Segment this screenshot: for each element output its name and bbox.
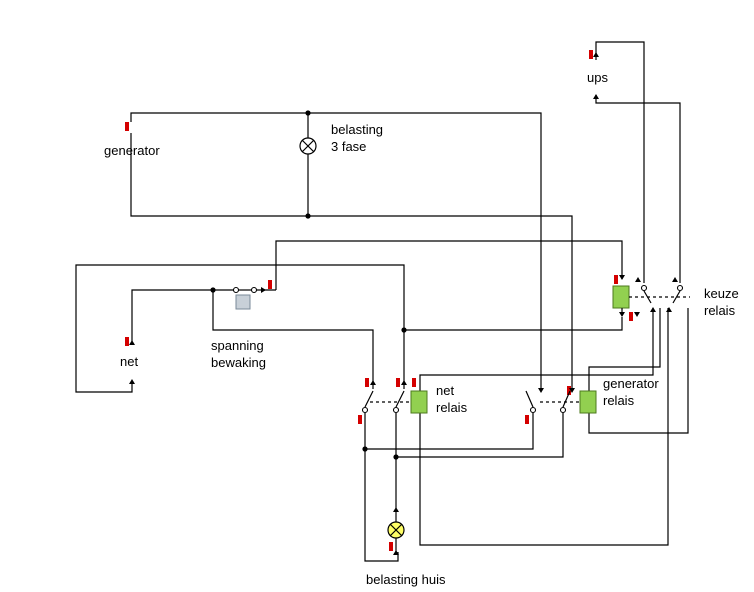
ups-label: ups <box>587 70 608 85</box>
select-relay-switch-2 <box>672 290 681 304</box>
select-relay-contact-1 <box>640 284 648 292</box>
house-load-lamp-cross-b <box>389 523 403 537</box>
net-arrow-top <box>129 340 135 345</box>
net-relay-contact-right <box>392 406 400 414</box>
net-relay-bus-right <box>396 413 564 458</box>
net-relay-bus-left <box>365 413 534 450</box>
ups-terminal <box>589 50 593 59</box>
select-relay-label-line2: relais <box>704 303 736 318</box>
net-phase-wire <box>131 289 213 341</box>
gen-relay-switch-right <box>562 390 571 408</box>
net-label: net <box>120 354 139 369</box>
net-relay-switch-left <box>364 390 374 408</box>
generator-relay-label-line1: generator <box>603 376 659 391</box>
house-load-terminal <box>389 542 393 551</box>
net-arrow-bottom <box>129 379 135 384</box>
monitor-contact-left <box>232 286 240 294</box>
net-relay-terminal-bottom <box>358 415 362 424</box>
house-load-arrow-bottom <box>393 550 399 555</box>
select-relay-arrow-1 <box>635 277 641 282</box>
net-relay-terminal-left <box>365 378 369 387</box>
select-relay-genrelay-wire <box>588 308 689 434</box>
generator-phase-wire <box>130 112 542 389</box>
select-relay-coil-terminal-top <box>614 275 618 284</box>
net-relay-coil <box>410 390 428 414</box>
generator-relay-label: generator relais <box>603 375 659 409</box>
monitor-contact-right <box>250 286 258 294</box>
select-relay-contact-2 <box>676 284 684 292</box>
net-relay-arrow-left <box>370 380 376 385</box>
net-neutral-wire <box>75 264 405 393</box>
net-relay-terminal-coil <box>412 378 416 387</box>
gen-relay-coil <box>579 390 597 414</box>
monitor-terminal <box>268 280 272 289</box>
gen-relay-arrow-right <box>569 388 575 393</box>
select-relay-coil-terminal-bottom <box>629 312 633 321</box>
net-relay-label-line1: net <box>436 383 455 398</box>
generator-neutral-wire <box>130 133 573 389</box>
monitor-arrow <box>261 287 266 293</box>
gen-relay-arrow-left <box>538 388 544 393</box>
generator-label: generator <box>104 143 160 158</box>
select-relay-coil <box>612 285 630 309</box>
load-3phase-label-line2: 3 fase <box>331 139 367 154</box>
gen-relay-switch-left <box>525 390 534 408</box>
gen-relay-contact-right <box>559 406 567 414</box>
gen-relay-contact-left <box>529 406 537 414</box>
net-relay-terminal-mid <box>396 378 400 387</box>
net-relay-label-line2: relais <box>436 400 468 415</box>
gen-relay-terminal-bottom <box>525 415 529 424</box>
house-load-arrow-top <box>393 507 399 512</box>
voltage-monitor-label-line1: spanning <box>211 338 264 353</box>
select-relay-arrow-4 <box>666 307 672 312</box>
select-relay-arrow-5 <box>634 312 640 317</box>
net-terminal <box>125 337 129 346</box>
house-load-label: belasting huis <box>366 572 446 587</box>
load-3phase-label-line1: belasting <box>331 122 384 137</box>
ups-feed-wire <box>595 41 645 283</box>
generator-terminal <box>125 122 129 131</box>
monitor-to-net-relay-wire <box>212 290 374 389</box>
net-relay-out-left <box>364 413 399 562</box>
select-relay-arrow-2 <box>672 277 678 282</box>
load-3phase-lamp-cross-b <box>301 139 315 153</box>
ups-return-wire <box>595 95 681 283</box>
select-relay-output-loop <box>419 308 669 546</box>
net-relay-switch-right <box>395 390 405 408</box>
monitor-push-button <box>235 294 251 310</box>
select-relay-net-wire <box>404 317 623 331</box>
load-3phase-label: belasting 3 fase <box>331 121 383 155</box>
select-relay-label-line1: keuze <box>704 286 739 301</box>
gen-relay-terminal-top <box>567 386 571 395</box>
net-relay-label: net relais <box>436 382 467 416</box>
voltage-monitor-label: spanning bewaking <box>211 337 266 371</box>
voltage-monitor-label-line2: bewaking <box>211 355 266 370</box>
generator-relay-label-line2: relais <box>603 393 635 408</box>
select-relay-label: keuze relais <box>704 285 739 319</box>
net-relay-contact-left <box>361 406 369 414</box>
